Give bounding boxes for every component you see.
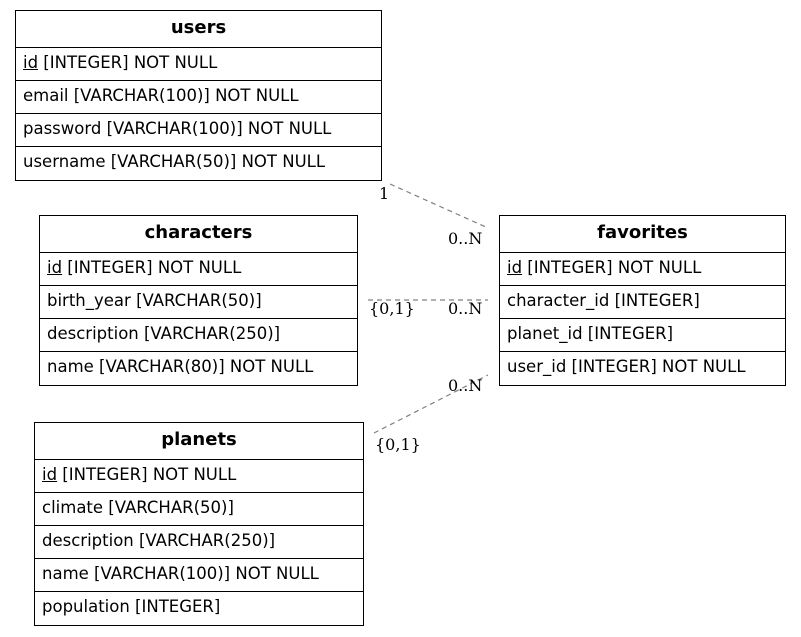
field-row: character_id [INTEGER] — [500, 286, 785, 319]
field-text: description [VARCHAR(250)] — [47, 324, 281, 343]
cardinality-planets-side: {0,1} — [375, 435, 421, 454]
field-row: username [VARCHAR(50)] NOT NULL — [16, 147, 381, 180]
field-text: user_id [INTEGER] NOT NULL — [507, 357, 746, 376]
cardinality-favorites-users-side: 0..N — [448, 229, 483, 248]
field-row: name [VARCHAR(80)] NOT NULL — [40, 352, 357, 385]
field-row: birth_year [VARCHAR(50)] — [40, 286, 357, 319]
field-row: climate [VARCHAR(50)] — [35, 493, 363, 526]
cardinality-users-side: 1 — [379, 184, 390, 203]
entity-favorites[interactable]: favorites id [INTEGER] NOT NULL characte… — [499, 215, 786, 386]
edge-planets-favorites — [373, 374, 489, 434]
field-text: [INTEGER] NOT NULL — [62, 258, 242, 277]
field-row: id [INTEGER] NOT NULL — [35, 460, 363, 493]
field-text: email [VARCHAR(100)] NOT NULL — [23, 86, 299, 105]
field-row: email [VARCHAR(100)] NOT NULL — [16, 81, 381, 114]
entity-characters[interactable]: characters id [INTEGER] NOT NULL birth_y… — [39, 215, 358, 386]
field-row: planet_id [INTEGER] — [500, 319, 785, 352]
entity-planets[interactable]: planets id [INTEGER] NOT NULL climate [V… — [34, 422, 364, 626]
field-text: [INTEGER] NOT NULL — [57, 465, 237, 484]
entity-title: planets — [35, 423, 363, 460]
field-row: description [VARCHAR(250)] — [40, 319, 357, 352]
field-row: user_id [INTEGER] NOT NULL — [500, 352, 785, 385]
field-row: id [INTEGER] NOT NULL — [16, 48, 381, 81]
primary-key: id — [47, 258, 63, 277]
cardinality-favorites-planets-side: 0..N — [448, 376, 483, 395]
field-text: name [VARCHAR(100)] NOT NULL — [42, 564, 319, 583]
field-text: planet_id [INTEGER] — [507, 324, 674, 343]
field-text: name [VARCHAR(80)] NOT NULL — [47, 357, 314, 376]
field-text: climate [VARCHAR(50)] — [42, 498, 234, 517]
primary-key: id — [23, 53, 39, 72]
primary-key: id — [507, 258, 523, 277]
cardinality-favorites-characters-side: 0..N — [448, 299, 483, 318]
field-row: password [VARCHAR(100)] NOT NULL — [16, 114, 381, 147]
primary-key: id — [42, 465, 58, 484]
field-text: password [VARCHAR(100)] NOT NULL — [23, 119, 332, 138]
entity-title: users — [16, 11, 381, 48]
field-row: population [INTEGER] — [35, 592, 363, 625]
entity-users[interactable]: users id [INTEGER] NOT NULL email [VARCH… — [15, 10, 382, 181]
cardinality-characters-side: {0,1} — [369, 299, 415, 318]
edge-users-favorites — [389, 183, 489, 229]
entity-title: characters — [40, 216, 357, 253]
entity-title: favorites — [500, 216, 785, 253]
field-text: population [INTEGER] — [42, 597, 221, 616]
field-row: id [INTEGER] NOT NULL — [500, 253, 785, 286]
field-text: description [VARCHAR(250)] — [42, 531, 276, 550]
field-text: [INTEGER] NOT NULL — [38, 53, 218, 72]
field-text: character_id [INTEGER] — [507, 291, 700, 310]
field-text: username [VARCHAR(50)] NOT NULL — [23, 152, 326, 171]
field-text: [INTEGER] NOT NULL — [522, 258, 702, 277]
field-row: id [INTEGER] NOT NULL — [40, 253, 357, 286]
field-text: birth_year [VARCHAR(50)] — [47, 291, 262, 310]
field-row: description [VARCHAR(250)] — [35, 526, 363, 559]
field-row: name [VARCHAR(100)] NOT NULL — [35, 559, 363, 592]
